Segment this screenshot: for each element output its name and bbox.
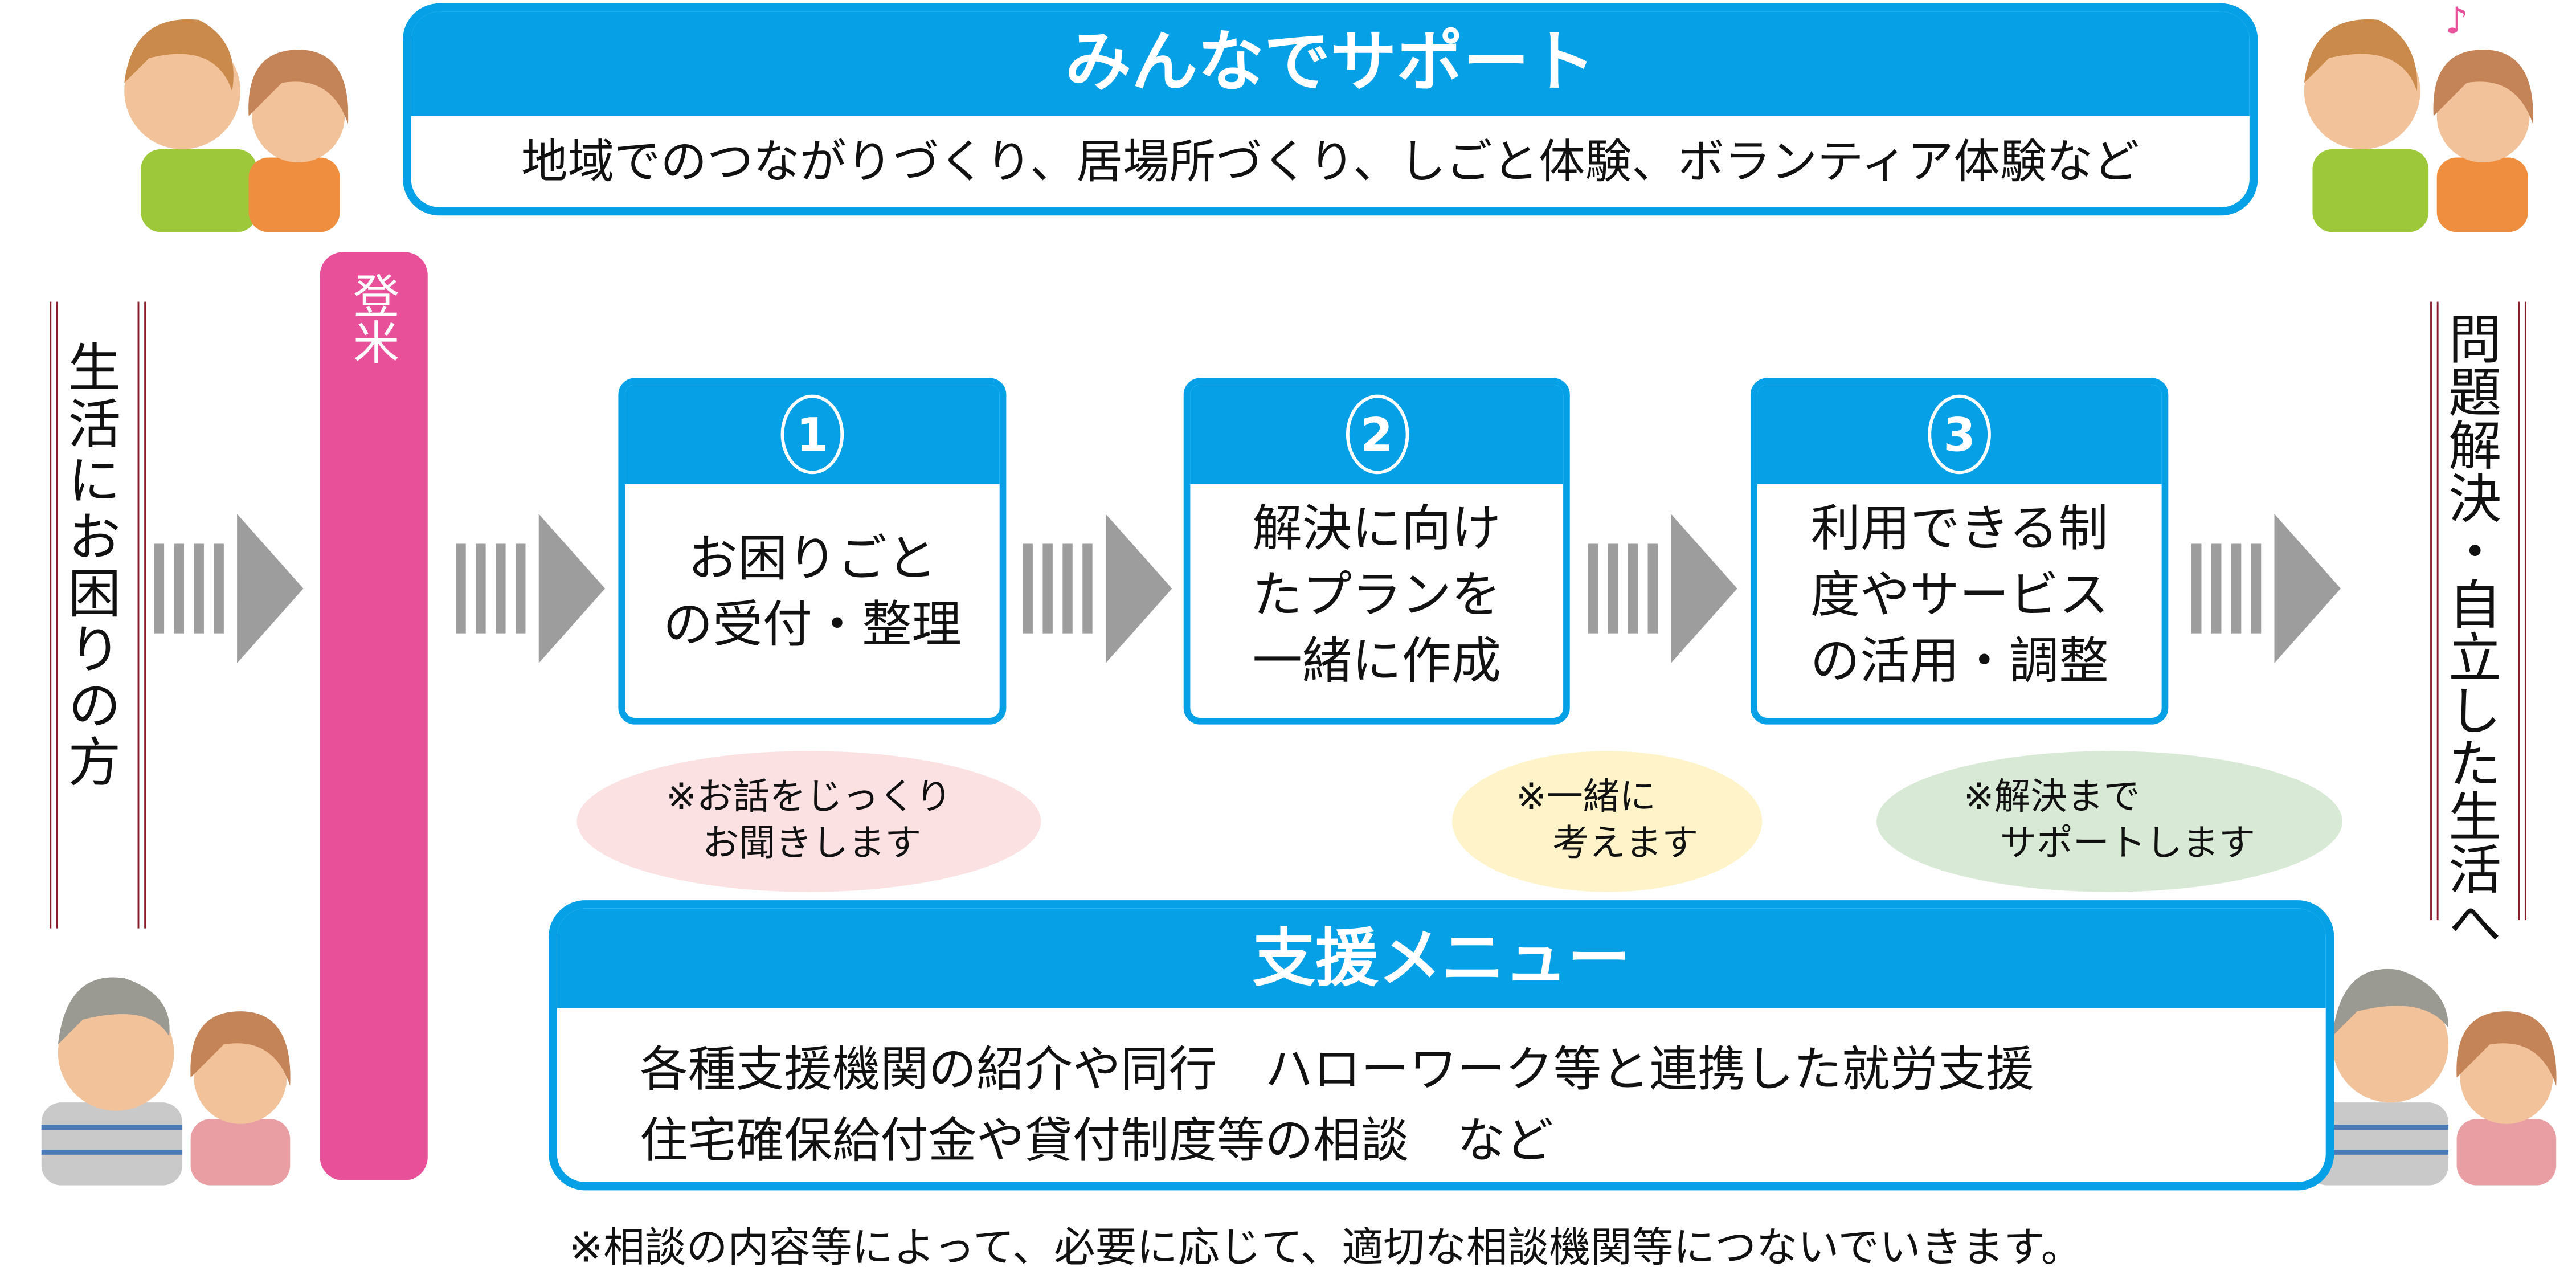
step-3-note: ※解決まで サポートします	[1876, 751, 2342, 892]
step-text: 利用できる制 度やサービス の活用・調整	[1810, 500, 2109, 692]
worried-couple-illustration	[124, 19, 349, 232]
footnote: ※相談の内容等によって、必要に応じて、適切な相談機関等につないでいきます。	[569, 1223, 2083, 1272]
arrow-right-icon	[2191, 514, 2344, 663]
arrow-right-icon	[456, 514, 608, 663]
support-menu-line: 住宅確保給付金や貸付制度等の相談 など	[640, 1112, 1553, 1169]
community-support-box: みんなでサポート 地域でのつながりづくり、居場所づくり、しごと体験、ボランティア…	[403, 3, 2258, 216]
step-number-badge: 2	[1345, 394, 1409, 475]
support-menu-title: 支援メニュー	[557, 908, 2326, 1008]
arrow-right-icon	[154, 514, 307, 663]
step-3-box: 3 利用できる制 度やサービス の活用・調整	[1750, 378, 2169, 725]
step-1-box: 1 お困りごと の受付・整理	[618, 378, 1007, 725]
music-note-icon: ♪	[2445, 0, 2468, 42]
community-support-title: みんなでサポート	[411, 11, 2250, 116]
independent-life-label: 問題解決・自立した生活へ	[2440, 312, 2504, 949]
step-number-badge: 1	[780, 394, 844, 475]
step-text: お困りごと の受付・整理	[663, 530, 962, 655]
support-center-name: 登米市自立相談支援センター そ・えーる登米	[346, 272, 509, 1162]
step-2-box: 2 解決に向け たプランを 一緒に作成	[1183, 378, 1570, 725]
people-in-need-label: 生活にお困りの方	[59, 340, 123, 791]
support-center-bar: 登米市自立相談支援センター そ・えーる登米	[320, 252, 509, 1180]
step-number-badge: 3	[1928, 394, 1991, 475]
community-support-text: 地域でのつながりづくり、居場所づくり、しごと体験、ボランティア体験など	[521, 134, 2140, 189]
happy-couple-illustration: ♪	[2304, 0, 2533, 232]
step-2-note: ※一緒に 考えます	[1452, 751, 1763, 892]
support-menu-box: 支援メニュー 各種支援機関の紹介や同行 ハローワーク等と連携した就労支援 住宅確…	[549, 900, 2334, 1191]
step-text: 解決に向け たプランを 一緒に作成	[1252, 500, 1502, 692]
left-label-frame	[50, 301, 146, 929]
troubled-elderly-couple-illustration	[41, 977, 291, 1186]
support-menu-line: 各種支援機関の紹介や同行 ハローワーク等と連携した就労支援	[640, 1041, 2034, 1098]
arrow-right-icon	[1023, 514, 1175, 663]
arrow-right-icon	[1588, 514, 1741, 663]
step-1-note: ※お話をじっくり お聞きします	[576, 751, 1041, 892]
right-label-frame	[2430, 301, 2526, 921]
